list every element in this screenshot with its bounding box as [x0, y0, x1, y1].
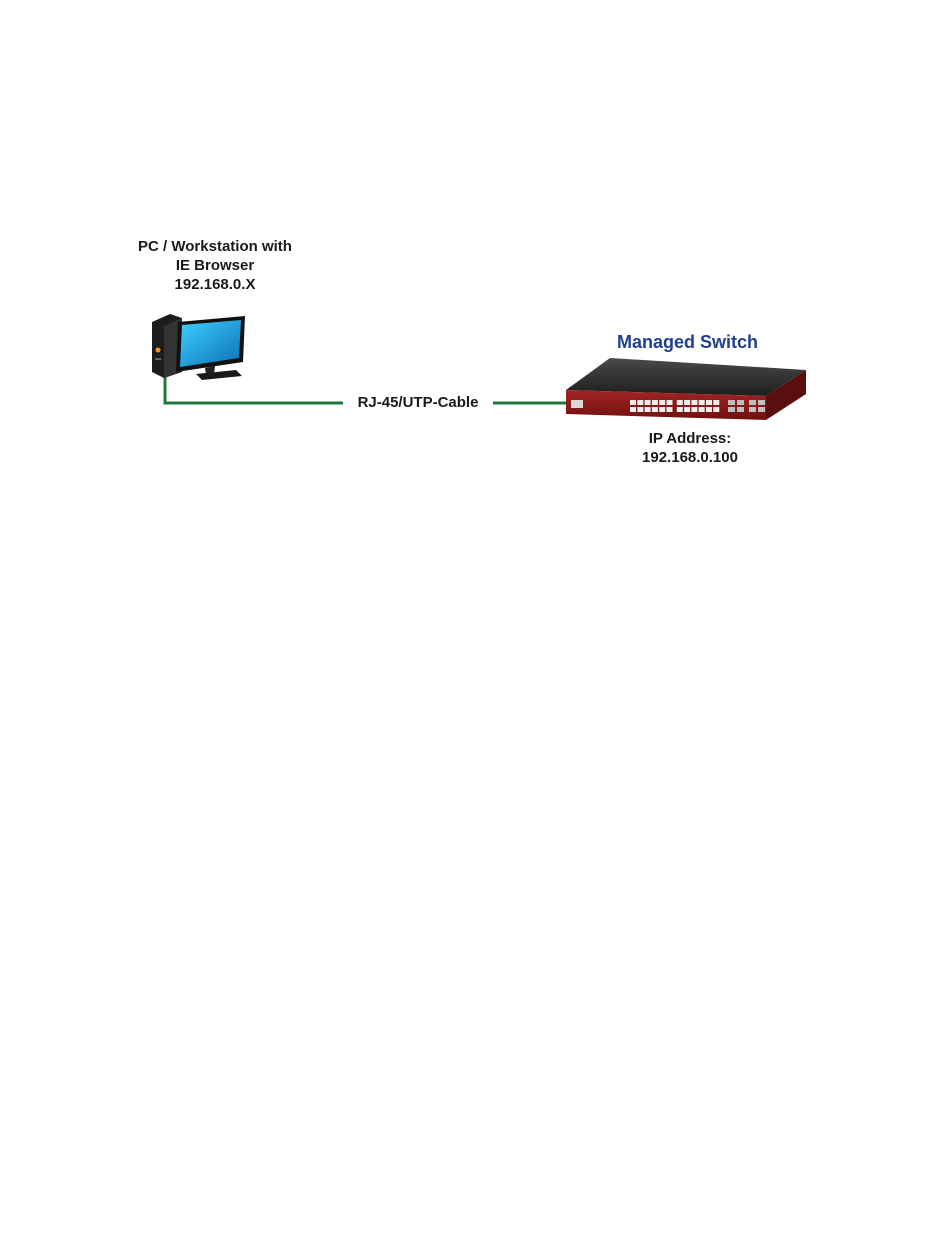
sfp-port [749, 407, 756, 412]
switch-ip-label: IP Address: 192.168.0.100 [620, 429, 760, 467]
sfp-port [737, 407, 744, 412]
rj45-port [630, 407, 636, 412]
rj45-port [677, 400, 683, 405]
monitor-icon [176, 316, 245, 380]
rj45-port [645, 407, 651, 412]
managed-switch-title: Managed Switch [600, 333, 775, 352]
rj45-port [684, 407, 690, 412]
managed-switch-icon [566, 358, 806, 420]
rj45-port [630, 400, 636, 405]
pc-label-line-3: 192.168.0.X [115, 275, 315, 294]
sfp-port [728, 400, 735, 405]
rj45-port [652, 407, 658, 412]
rj45-port [645, 400, 651, 405]
cable-label: RJ-45/UTP-Cable [343, 393, 493, 412]
sfp-port [749, 400, 756, 405]
rj45-port [659, 407, 665, 412]
rj45-port [713, 407, 719, 412]
rj45-port [691, 407, 697, 412]
rj45-port [637, 407, 643, 412]
rj45-port [667, 407, 673, 412]
sfp-port [758, 407, 765, 412]
rj45-port [713, 400, 719, 405]
pc-label-line-1: PC / Workstation with [115, 237, 315, 256]
rj45-port [677, 407, 683, 412]
pc-workstation-label: PC / Workstation with IE Browser 192.168… [115, 237, 315, 294]
rj45-port [699, 400, 705, 405]
switch-ip-value: 192.168.0.100 [620, 448, 760, 467]
rj45-port [691, 400, 697, 405]
sfp-port [758, 400, 765, 405]
rj45-port [706, 400, 712, 405]
pc-label-line-2: IE Browser [115, 256, 315, 275]
sfp-port [728, 407, 735, 412]
switch-ip-caption: IP Address: [620, 429, 760, 448]
rj45-port [699, 407, 705, 412]
rj45-port [659, 400, 665, 405]
rj45-port [667, 400, 673, 405]
sfp-port [737, 400, 744, 405]
rj45-port [706, 407, 712, 412]
rj45-port [652, 400, 658, 405]
rj45-port [637, 400, 643, 405]
rj45-port [684, 400, 690, 405]
